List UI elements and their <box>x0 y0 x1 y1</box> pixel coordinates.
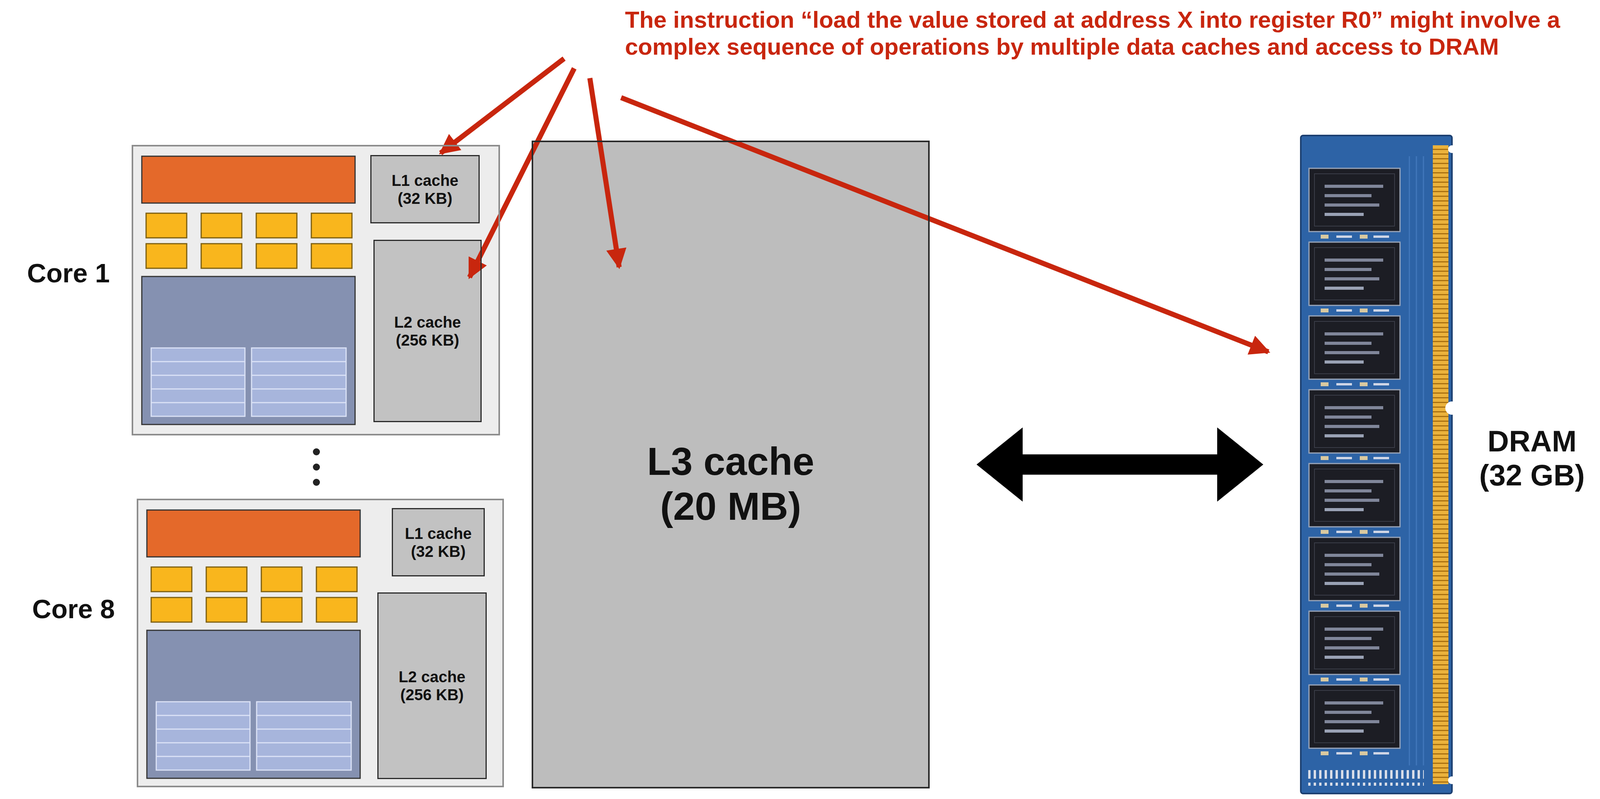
key-notch <box>1445 401 1459 415</box>
callout-arrow <box>621 97 1269 352</box>
text-slot: Core 8 <box>32 593 115 625</box>
box-heading: Core 1 <box>26 257 110 289</box>
text-slot: L3 cache (20 MB) <box>629 439 833 529</box>
text-slot: L2 cache (256 KB) <box>388 313 467 350</box>
callout-slot: The instruction “load the value stored a… <box>625 6 1590 61</box>
box-heading: Core 8 <box>32 593 115 625</box>
core-box: L1 cache (32 KB)L2 cache (256 KB)Core 1 <box>131 144 500 436</box>
text-slot: L1 cache (32 KB) <box>385 171 465 208</box>
pcb <box>1300 135 1452 794</box>
core-fill <box>131 144 500 436</box>
memory-chip <box>1308 389 1400 461</box>
memory-chip <box>1308 611 1400 682</box>
text-slot: Core 1 <box>26 257 110 289</box>
memory-chip <box>1308 242 1400 313</box>
box-label: L2 cache (256 KB) <box>388 313 467 350</box>
cache-fill <box>373 239 482 423</box>
callout-arrow <box>469 68 575 278</box>
pcb-trace <box>1409 156 1424 766</box>
cache-fill <box>370 155 480 224</box>
cache-fill <box>391 508 485 577</box>
callout-arrow <box>440 58 565 154</box>
box-label: L1 cache (32 KB) <box>399 524 478 561</box>
text-slot: L2 cache (256 KB) <box>392 667 472 704</box>
box-label: L3 cache (20 MB) <box>629 439 833 529</box>
cache-fill <box>377 592 487 780</box>
memory-chip <box>1308 463 1400 534</box>
box-label: L1 cache (32 KB) <box>385 171 465 208</box>
callout-arrows <box>440 58 1269 352</box>
cache-box: L2 cache (256 KB) <box>377 592 487 780</box>
box-label: L2 cache (256 KB) <box>392 667 472 704</box>
core-fill <box>136 498 504 788</box>
memory-chip <box>1308 316 1400 387</box>
cache-box: L1 cache (32 KB) <box>370 155 480 224</box>
dram-module: DRAM (32 GB) <box>1300 135 1452 794</box>
core-box: L1 cache (32 KB)L2 cache (256 KB)Core 8 <box>136 498 504 788</box>
memory-chip <box>1308 168 1400 239</box>
ellipsis-dot <box>312 463 320 471</box>
text-slot: L1 cache (32 KB) <box>399 524 478 561</box>
box-heading: DRAM (32 GB) <box>1469 423 1595 493</box>
callout-note: The instruction “load the value stored a… <box>625 6 1590 61</box>
notch <box>1448 776 1456 785</box>
cache-box: L2 cache (256 KB) <box>373 239 482 423</box>
notch <box>1448 145 1456 154</box>
gold-contacts <box>1432 145 1449 785</box>
cache-box: L1 cache (32 KB) <box>391 508 485 577</box>
text-slot: DRAM (32 GB) <box>1469 423 1595 493</box>
component-strip <box>1306 770 1424 786</box>
core-internals <box>141 156 356 425</box>
double-arrow <box>976 427 1264 502</box>
core-internals <box>146 510 361 779</box>
l3-fill <box>531 140 930 789</box>
callout-arrow <box>589 78 620 268</box>
dram-module-illustration <box>1300 135 1459 794</box>
l3-cache-box: L3 cache (20 MB) <box>531 140 930 789</box>
ellipsis-dot <box>312 478 320 486</box>
memory-chip <box>1308 685 1400 756</box>
ellipsis-dot <box>312 448 320 456</box>
memory-chip <box>1308 537 1400 608</box>
